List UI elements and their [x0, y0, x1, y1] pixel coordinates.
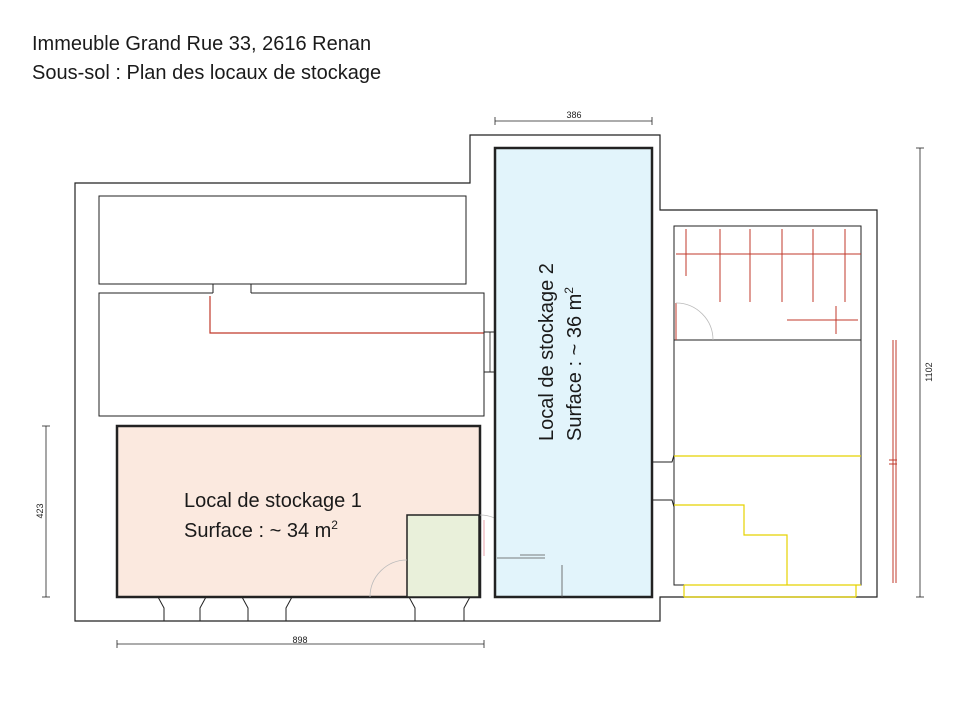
room1-surface-text: Surface : ~ 34 m [184, 520, 331, 542]
red-grid [675, 229, 861, 340]
room2-name: Local de stockage 2 [536, 263, 558, 441]
small-green-room [406, 514, 480, 598]
right-room-notch-1 [652, 454, 675, 463]
right-room-notch-2 [652, 499, 675, 508]
dim-left: 423 [35, 503, 45, 518]
room2-label-group: Local de stockage 2 Surface : ~ 36 m2 [536, 263, 586, 441]
door-gap-wall-left [99, 283, 214, 293]
room1-surface: Surface : ~ 34 m2 [184, 518, 338, 542]
corridor-room [98, 292, 485, 417]
room2-surface-text: Surface : ~ 36 m [564, 294, 586, 441]
title-subtitle: Sous-sol : Plan des locaux de stockage [32, 62, 382, 84]
title-address: Immeuble Grand Rue 33, 2616 Renan [32, 33, 372, 55]
dim-right: 1102 [924, 362, 934, 381]
door-arc-1 [369, 559, 408, 598]
red-pipe-corridor [209, 296, 490, 334]
window-notches [157, 596, 471, 621]
dimension-lines [42, 117, 924, 648]
upper-room [98, 195, 467, 285]
room1-name: Local de stockage 1 [184, 490, 362, 512]
red-side-line [889, 340, 897, 583]
plan-title: Immeuble Grand Rue 33, 2616 Renan Sous-s… [32, 30, 381, 88]
door-arc-3 [675, 302, 714, 341]
room2-surface-exp: 2 [562, 287, 576, 294]
room2-surface: Surface : ~ 36 m2 [562, 287, 586, 441]
right-room [673, 225, 862, 586]
yellow-lines [674, 455, 861, 598]
local-stockage-2 [493, 146, 654, 599]
dim-bottom: 898 [292, 635, 307, 645]
door-gap-wall-right [250, 283, 466, 293]
dim-top: 386 [566, 110, 581, 120]
room1-surface-exp: 2 [331, 518, 338, 532]
